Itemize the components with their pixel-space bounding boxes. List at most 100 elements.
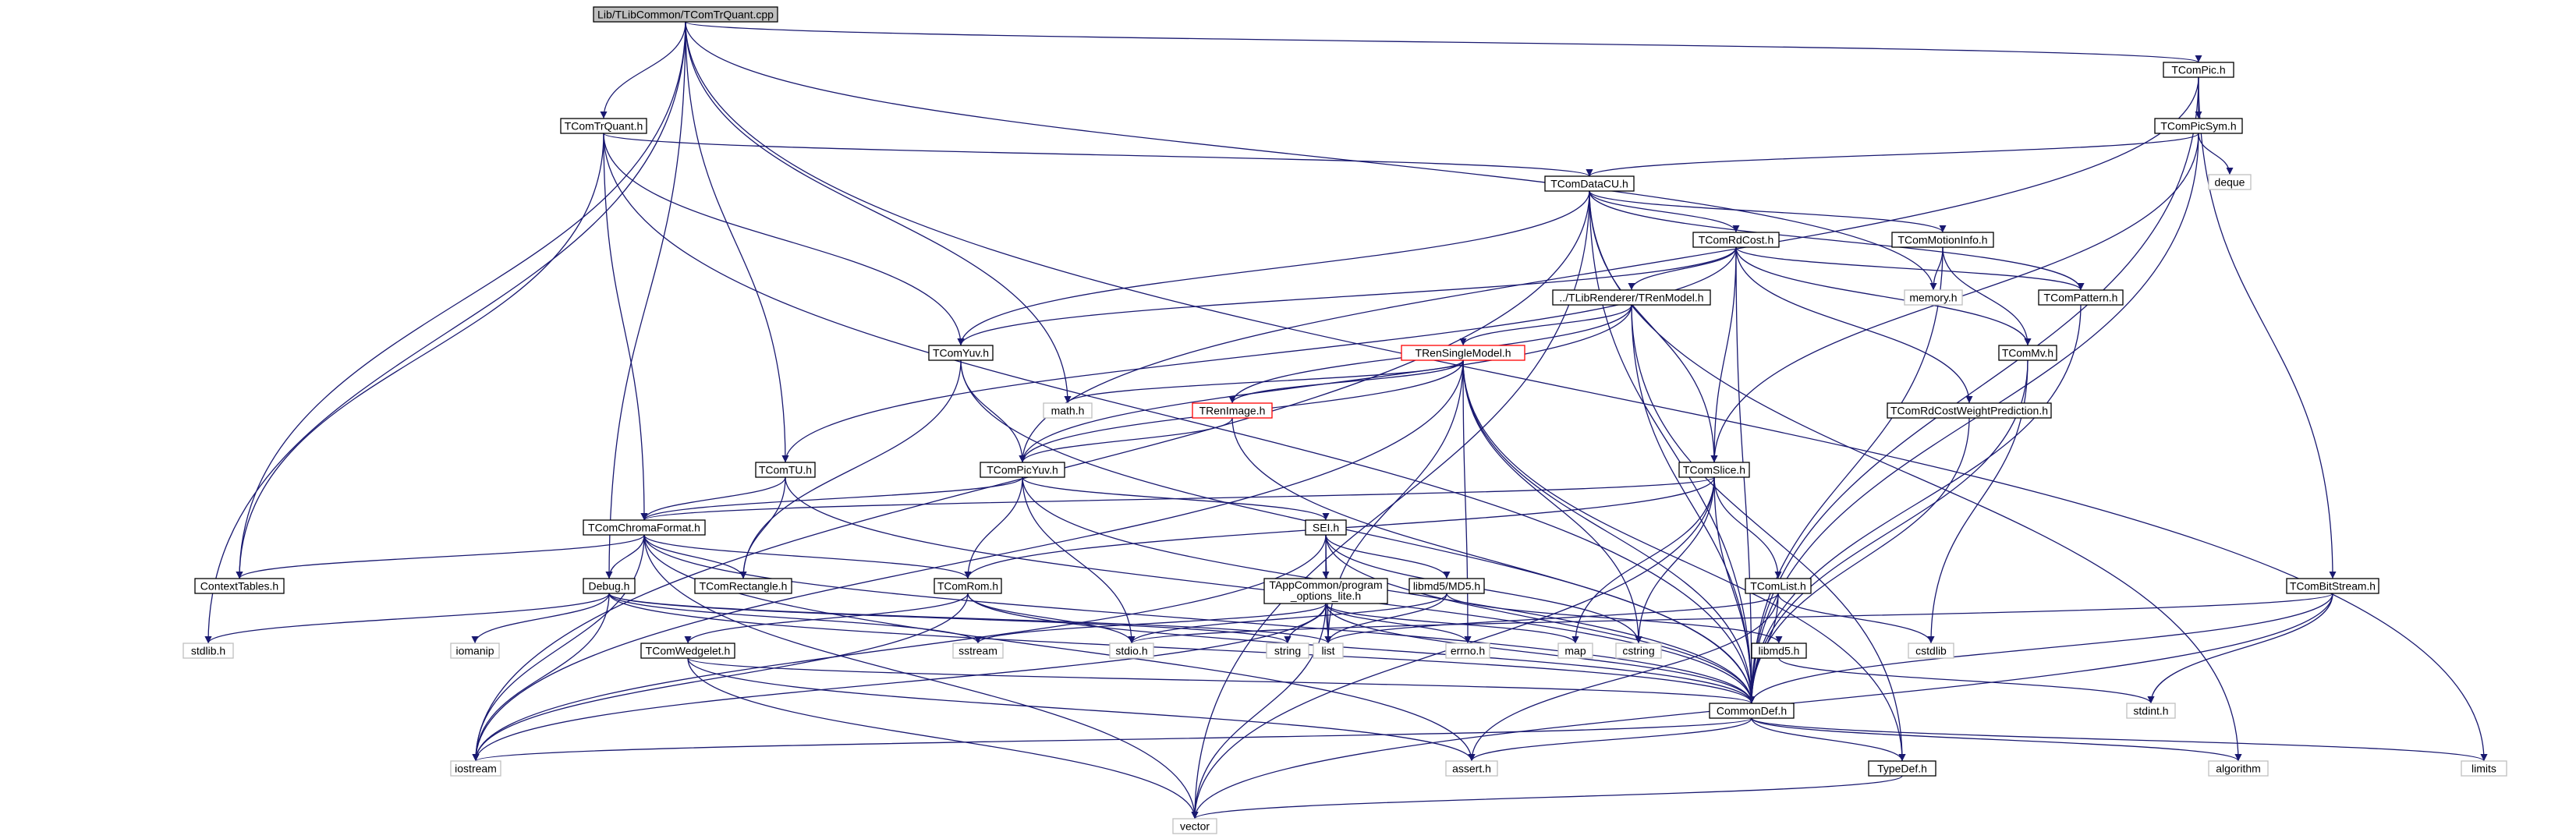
node-tcomtu[interactable]: TComTU.h	[755, 462, 816, 478]
node-box-assert	[1445, 760, 1498, 777]
edge-root-to-memory	[685, 21, 1937, 291]
node-tcomslice[interactable]: TComSlice.h	[1678, 462, 1750, 478]
node-label-math: math.h	[1051, 405, 1085, 417]
node-tcomchromaformat[interactable]: TComChromaFormat.h	[583, 519, 706, 536]
node-tcomrdcost[interactable]: TComRdCost.h	[1692, 232, 1780, 248]
node-tcomrdcostwp[interactable]: TComRdCostWeightPrediction.h	[1887, 402, 2052, 419]
node-label-tcomtrquant: TComTrQuant.h	[565, 120, 643, 133]
node-tcompicyuv[interactable]: TComPicYuv.h	[980, 462, 1065, 478]
node-stdio: stdio.h	[1109, 643, 1154, 659]
node-label-stdio: stdio.h	[1115, 645, 1147, 657]
edge-tappcommon-to-iostream	[472, 603, 1327, 762]
edge-tcomyuv-to-tcomrectangle	[739, 359, 962, 579]
node-tappcommon[interactable]: TAppCommon/program_options_lite.h	[1263, 578, 1388, 604]
node-label-tcommv: TComMv.h	[2002, 347, 2053, 359]
edge-tcomwedgelet-to-commondef	[687, 657, 1756, 704]
node-typedef[interactable]: TypeDef.h	[1868, 760, 1936, 777]
node-vector: vector	[1172, 818, 1217, 834]
edge-tcomtu-to-tcomchromaformat	[640, 476, 786, 521]
edge-trenmodel-to-trensinglemodel	[1459, 304, 1632, 346]
node-label-tcomchromaformat: TComChromaFormat.h	[588, 522, 700, 534]
node-box-tcompicyuv	[980, 462, 1065, 478]
node-label-tcomrom: TComRom.h	[937, 580, 998, 593]
node-label-contexttables: ContextTables.h	[200, 580, 278, 593]
node-deque: deque	[2208, 174, 2252, 190]
node-label-trenmodel: ../TLibRenderer/TRenModel.h	[1559, 292, 1703, 304]
edge-trensinglemodel-to-commondef	[1462, 359, 1756, 704]
edge-root-to-tcomtrquant	[600, 21, 686, 119]
node-tcomrectangle[interactable]: TComRectangle.h	[694, 578, 792, 594]
node-box-iomanip	[450, 643, 500, 659]
edge-trenmodel-to-typedef	[1631, 304, 1906, 762]
edge-root-to-limits	[685, 21, 2488, 762]
node-cstring: cstring	[1615, 643, 1662, 659]
edge-tcomrdcost-to-trenmodel	[1628, 246, 1737, 291]
edge-tcomchromaformat-to-commondef	[643, 534, 1756, 704]
edge-tcomlist-to-cstdlib	[1777, 593, 1935, 644]
node-box-cstdlib	[1908, 643, 1954, 659]
node-label-tcomrectangle: TComRectangle.h	[700, 580, 788, 593]
edge-trenimage-to-tcompicyuv	[1019, 417, 1233, 463]
edge-tcomslice-to-commondef	[1713, 476, 1756, 704]
node-tcomdatacu[interactable]: TComDataCU.h	[1544, 175, 1635, 192]
node-label-cstdlib: cstdlib	[1915, 645, 1947, 657]
node-debug[interactable]: Debug.h	[583, 578, 636, 594]
node-box-tappcommon	[1263, 578, 1388, 604]
node-label-stdint: stdint.h	[2133, 705, 2168, 717]
edge-debug-to-stdlib	[204, 593, 610, 644]
node-box-tcomslice	[1678, 462, 1750, 478]
edge-tcomrdcost-to-tcomrdcostwp	[1735, 246, 1973, 404]
node-tcompicsym[interactable]: TComPicSym.h	[2154, 118, 2243, 134]
node-tcomtrquant[interactable]: TComTrQuant.h	[560, 118, 647, 134]
node-box-tcomlist	[1745, 578, 1812, 594]
node-box-stdlib	[182, 643, 234, 659]
node-tcomwedgelet[interactable]: TComWedgelet.h	[640, 643, 735, 659]
node-tcompattern[interactable]: TComPattern.h	[2038, 289, 2124, 306]
node-tcompic[interactable]: TComPic.h	[2163, 62, 2234, 78]
node-libmd5[interactable]: libmd5.h	[1751, 643, 1807, 659]
node-commondef[interactable]: CommonDef.h	[1709, 703, 1795, 719]
node-trensinglemodel[interactable]: TRenSingleModel.h	[1401, 345, 1525, 361]
edge-root-to-tcomtu	[685, 21, 789, 463]
node-box-tcommotioninfo	[1891, 232, 1994, 248]
node-libmd5md5[interactable]: libmd5/MD5.h	[1408, 578, 1485, 594]
edge-tcomtrquant-to-tcomdatacu	[603, 133, 1593, 177]
edge-tcomchromaformat-to-iostream	[472, 534, 645, 762]
node-tcommv[interactable]: TComMv.h	[1998, 345, 2057, 361]
node-contexttables[interactable]: ContextTables.h	[194, 578, 285, 594]
node-label-tcomlist: TComList.h	[1750, 580, 1806, 593]
node-tcomlist[interactable]: TComList.h	[1745, 578, 1812, 594]
edge-tcompic-to-tcombitstream	[2198, 76, 2337, 579]
edge-root-to-tcompic	[685, 21, 2202, 63]
node-label-typedef: TypeDef.h	[1877, 763, 1927, 775]
node-tcombitstream[interactable]: TComBitStream.h	[2286, 578, 2379, 594]
node-root[interactable]: Lib/TLibCommon/TComTrQuant.cpp	[593, 6, 778, 23]
node-box-string	[1266, 643, 1309, 659]
node-assert: assert.h	[1445, 760, 1498, 777]
node-cstdlib: cstdlib	[1908, 643, 1954, 659]
edge-tcomchromaformat-to-assert	[643, 534, 1476, 762]
edge-tcomtrquant-to-commondef	[603, 133, 1756, 704]
node-box-trensinglemodel	[1401, 345, 1525, 361]
node-box-limits	[2461, 760, 2507, 777]
node-box-errno	[1445, 643, 1490, 659]
node-label-tcomyuv: TComYuv.h	[933, 347, 989, 359]
edge-libmd5-to-stdint	[1778, 657, 2155, 704]
node-tcomrom[interactable]: TComRom.h	[934, 578, 1002, 594]
edge-tcompicyuv-to-stdio	[1022, 476, 1136, 644]
node-box-tcomtu	[755, 462, 816, 478]
edge-libmd5md5-to-list	[1324, 593, 1447, 644]
node-trenmodel[interactable]: ../TLibRenderer/TRenModel.h	[1552, 289, 1711, 306]
edge-tappcommon-to-map	[1325, 603, 1579, 644]
edge-trensinglemodel-to-iostream	[472, 359, 1464, 762]
node-box-contexttables	[194, 578, 285, 594]
node-tcomyuv[interactable]: TComYuv.h	[928, 345, 994, 361]
edge-sei-to-libmd5md5	[1325, 534, 1451, 579]
edge-tcompicsym-to-tcomdatacu	[1586, 133, 2199, 177]
node-tcommotioninfo[interactable]: TComMotionInfo.h	[1891, 232, 1994, 248]
node-sei[interactable]: SEI.h	[1305, 519, 1347, 536]
edge-debug-to-sstream	[608, 593, 982, 644]
edge-tcompattern-to-commondef	[1748, 304, 2082, 704]
node-trenimage[interactable]: TRenImage.h	[1192, 402, 1273, 419]
edge-tcombitstream-to-commondef	[1748, 593, 2333, 704]
